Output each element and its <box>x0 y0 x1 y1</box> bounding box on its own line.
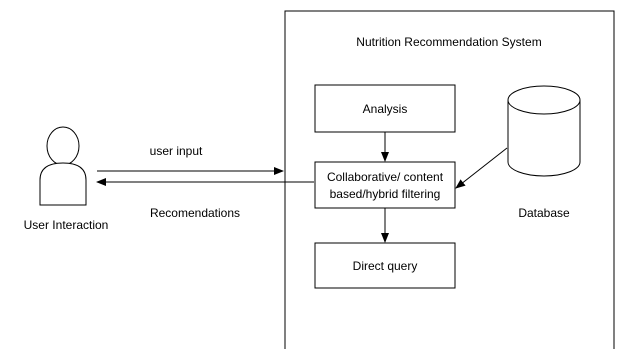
system-title: Nutrition Recommendation System <box>356 35 541 49</box>
arrow-database-to-filtering <box>455 147 508 189</box>
filtering-label-line1: Collaborative/ content <box>327 170 444 184</box>
person-icon <box>39 126 87 206</box>
user-input-label: user input <box>150 144 203 158</box>
database-label: Database <box>518 206 570 220</box>
recommendations-label: Recomendations <box>150 206 240 220</box>
analysis-label: Analysis <box>363 102 408 116</box>
filtering-node: Collaborative/ content based/hybrid filt… <box>314 161 456 209</box>
database-cylinder-icon <box>507 85 581 177</box>
direct-query-node: Direct query <box>314 242 456 289</box>
user-label: User Interaction <box>24 218 109 232</box>
direct-query-label: Direct query <box>353 259 418 273</box>
system-boundary <box>284 10 615 349</box>
analysis-node: Analysis <box>314 84 456 133</box>
filtering-label-line2: based/hybrid filtering <box>330 187 441 201</box>
